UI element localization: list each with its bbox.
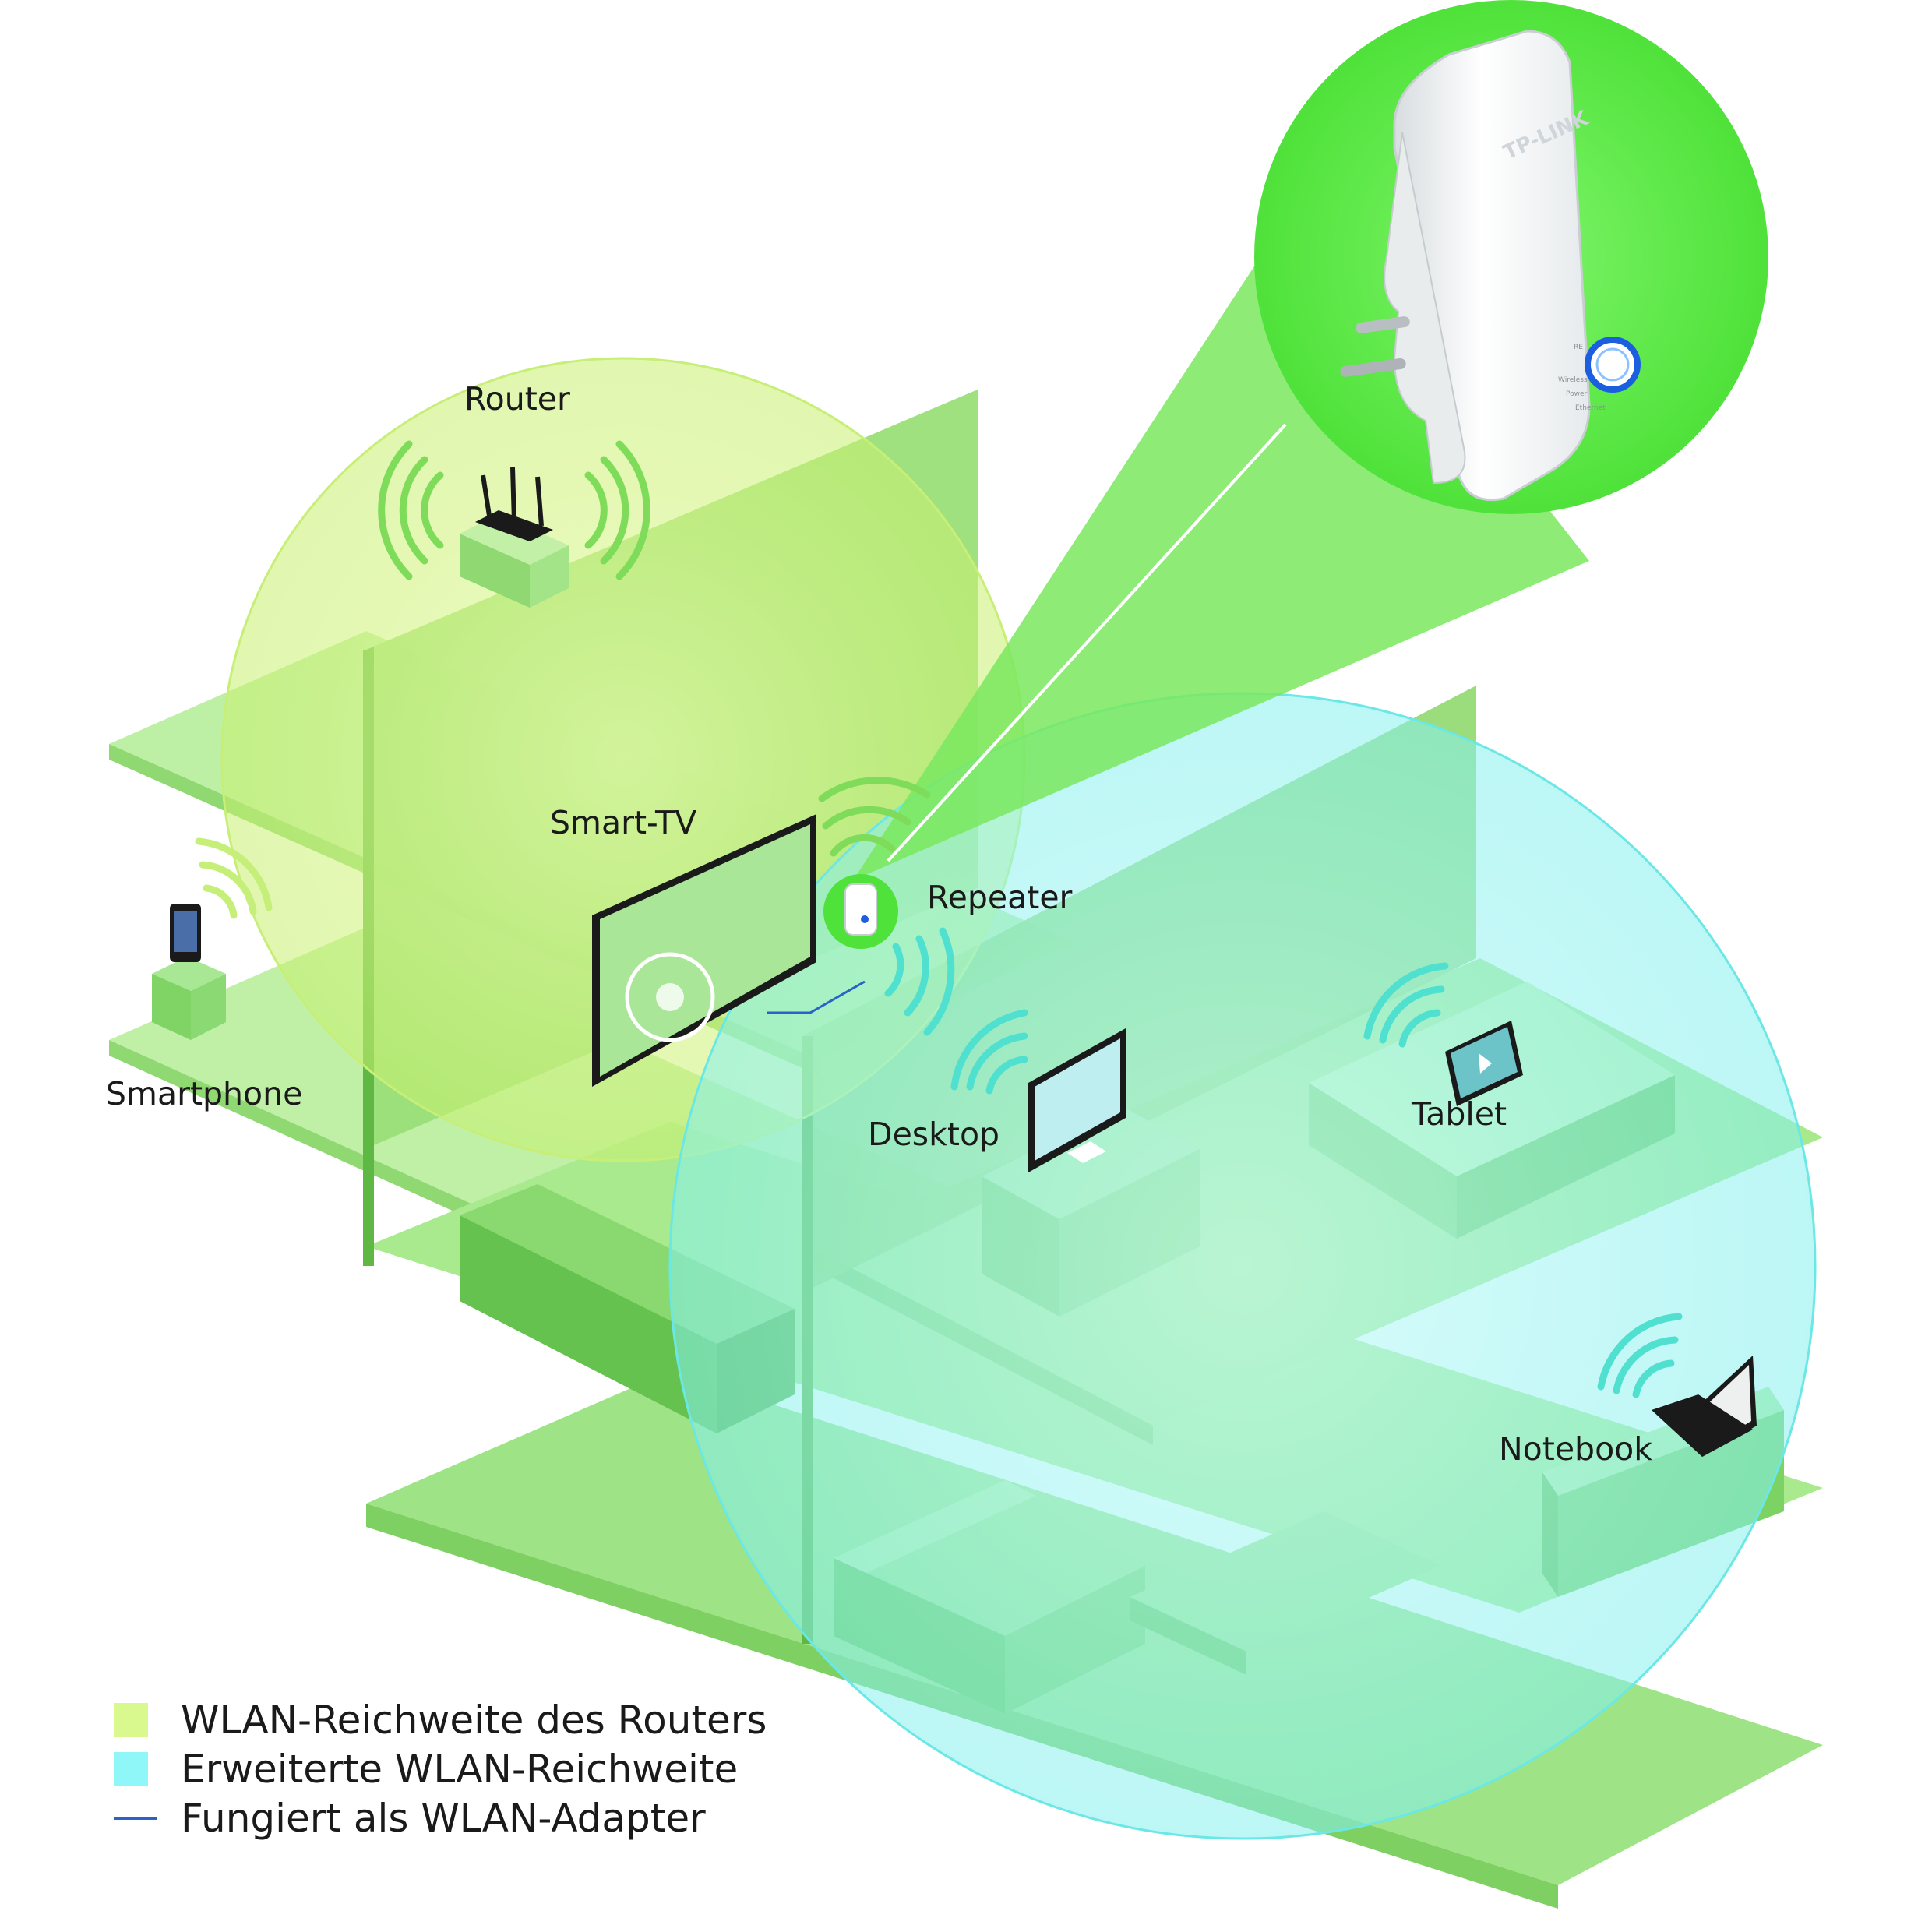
legend-text: Fungiert als WLAN-Adapter	[181, 1796, 706, 1841]
legend-swatch-router	[114, 1703, 148, 1737]
legend-extended-range: Erweiterte WLAN-Reichweite	[114, 1747, 739, 1792]
tablet-label: Tablet	[1412, 1095, 1507, 1133]
tv-icon	[592, 814, 816, 1087]
smartphone-icon	[170, 904, 201, 962]
notebook-label: Notebook	[1499, 1430, 1652, 1468]
legend-line-adapter	[114, 1817, 157, 1820]
svg-text:Wireless: Wireless	[1558, 376, 1588, 384]
legend-router-range: WLAN-Reichweite des Routers	[114, 1698, 767, 1743]
wifi-signal-icon	[195, 440, 1683, 1398]
laptop-icon	[1652, 1356, 1757, 1457]
legend-text: WLAN-Reichweite des Routers	[181, 1698, 767, 1743]
product-indicator-labels: RE Wireless Power Ethernet	[1558, 344, 1606, 412]
desktop-label: Desktop	[868, 1116, 1000, 1153]
repeater-icon	[823, 874, 898, 949]
svg-text:Ethernet: Ethernet	[1575, 404, 1606, 412]
extended-range-circle	[668, 692, 1817, 1840]
router-icon	[460, 467, 569, 608]
router-label: Router	[464, 380, 570, 418]
svg-text:RE: RE	[1574, 344, 1583, 351]
tablet-icon	[1445, 1021, 1523, 1106]
adapter-connection-line	[767, 980, 866, 1014]
svg-text:Power: Power	[1566, 390, 1588, 398]
repeater-device-closeup	[1340, 30, 1641, 502]
desktop-icon	[1028, 1028, 1126, 1172]
smart-tv-label: Smart-TV	[550, 804, 697, 841]
legend-text: Erweiterte WLAN-Reichweite	[181, 1747, 739, 1792]
smartphone-label: Smartphone	[106, 1075, 303, 1112]
legend-adapter: Fungiert als WLAN-Adapter	[114, 1796, 706, 1841]
legend-swatch-extended	[114, 1752, 148, 1786]
repeater-label: Repeater	[927, 879, 1073, 916]
